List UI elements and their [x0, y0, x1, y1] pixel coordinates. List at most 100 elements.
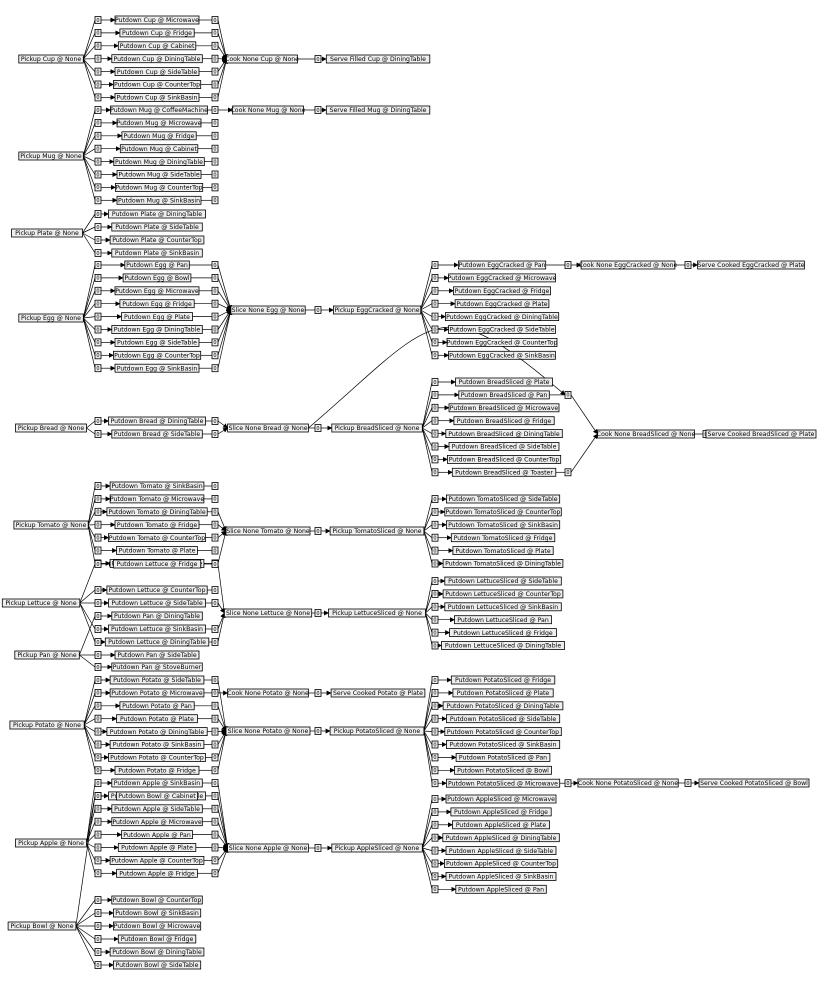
connector-label: 0 — [316, 308, 319, 314]
connector-label: 0 — [213, 134, 216, 140]
connector-label: 0 — [96, 794, 99, 800]
node-label: Putdown LettuceSliced @ Fridge — [453, 629, 553, 637]
connector-node: 0 — [211, 273, 219, 282]
edge — [217, 821, 229, 849]
node-label: Putdown TomatoSliced @ CounterTop — [446, 508, 561, 516]
connector-label: 0 — [96, 691, 99, 697]
connector-label: 0 — [213, 31, 216, 37]
node-label: Pickup PotatoSliced @ None — [334, 727, 421, 735]
node-putdown-bowl-sidetable: Putdown Bowl @ SideTable — [113, 960, 202, 970]
node-label: Putdown AppleSliced @ SinkBasin — [449, 873, 554, 881]
connector-node: 0 — [431, 859, 439, 868]
connector-label: 0 — [96, 432, 99, 438]
edge — [82, 32, 96, 60]
connector-label: 0 — [213, 185, 216, 191]
node-label: Putdown Egg @ Pan — [126, 261, 188, 269]
connector-label: 0 — [433, 887, 436, 893]
connector-node: 0 — [564, 779, 572, 788]
edge — [421, 847, 433, 877]
node-label: Putdown PotatoSliced @ SideTable — [450, 715, 557, 723]
edge — [421, 427, 433, 473]
edge — [217, 309, 232, 343]
connector-label: 0 — [96, 950, 99, 956]
connector-label: 0 — [213, 845, 216, 851]
node-pickup-bowl-none: Pickup Bowl @ None — [7, 921, 77, 931]
edge — [87, 485, 96, 526]
connector-node: 0 — [94, 41, 102, 50]
connector-label: 0 — [96, 172, 99, 178]
connector-node: 0 — [211, 325, 219, 334]
connector-label: 0 — [96, 729, 99, 735]
node-cook-none-mug-none: Cook None Mug @ None — [230, 105, 306, 115]
edge — [217, 524, 227, 532]
connector-node: 0 — [431, 590, 439, 598]
connector-label: 0 — [433, 289, 436, 295]
edge — [82, 232, 96, 254]
node-putdown-cup-microwave: Putdown Cup @ Microwave — [114, 15, 200, 25]
connector-label: 0 — [96, 366, 99, 372]
connector-node: 0 — [94, 560, 102, 568]
connector-node: 0 — [431, 520, 439, 529]
connector-label: 0 — [96, 251, 99, 257]
connector-node: 0 — [431, 273, 439, 282]
connector-label: 0 — [96, 238, 99, 244]
edge — [217, 602, 225, 614]
node-label: Putdown Egg @ CounterTop — [114, 352, 200, 360]
node-putdown-lettuce-sidetable: Putdown Lettuce @ SideTable — [108, 598, 206, 608]
connector-node: 0 — [431, 495, 439, 503]
connector-label: 0 — [433, 836, 436, 842]
node-cook-none-cup-none: Cook None Cup @ None — [225, 54, 299, 64]
connector-label: 0 — [213, 159, 216, 165]
connector-label: 0 — [96, 147, 99, 153]
connector-node: 0 — [211, 106, 219, 114]
edge — [217, 730, 228, 758]
edge — [75, 795, 96, 927]
connector-label: 0 — [96, 627, 99, 633]
connector-label: 0 — [213, 108, 216, 114]
node-label: Pickup BreadSliced @ None — [335, 424, 420, 432]
node-label: Putdown Cup @ Cabinet — [120, 42, 195, 50]
node-label: Putdown Apple @ Plate — [121, 844, 193, 852]
connector-node: 0 — [314, 727, 322, 735]
connector-node: 0 — [431, 429, 439, 438]
connector-node: 0 — [314, 424, 322, 432]
connector-node: 0 — [94, 170, 102, 179]
edge — [83, 724, 96, 732]
node-putdown-cup-sinkbasin: Putdown Cup @ SinkBasin — [114, 93, 200, 102]
node-label: Putdown Lettuce @ Fridge — [117, 560, 198, 568]
edge — [83, 718, 96, 726]
node-putdown-apple-microwave: Putdown Apple @ Microwave — [111, 817, 203, 827]
node-putdown-egg-sidetable: Putdown Egg @ SideTable — [114, 337, 200, 347]
node-label: Putdown BreadSliced @ Microwave — [450, 404, 559, 412]
node-putdown-applesliced-fridge: Putdown AppleSliced @ Fridge — [450, 807, 552, 817]
connector-label: 0 — [96, 963, 99, 969]
node-putdown-applesliced-sidetable: Putdown AppleSliced @ SideTable — [445, 846, 557, 855]
node-label: Putdown LettuceSliced @ SinkBasin — [448, 603, 559, 611]
node-label: Putdown Potato @ Plate — [120, 715, 194, 723]
node-putdown-tomato-diningtable: Putdown Tomato @ DiningTable — [106, 507, 208, 517]
edge — [217, 808, 229, 849]
edge — [82, 122, 96, 157]
connector-label: 0 — [213, 510, 216, 516]
edge — [82, 226, 96, 234]
edge — [87, 498, 96, 526]
node-label: Putdown EggCracked @ Pan — [459, 261, 546, 269]
edge — [82, 58, 96, 85]
connector-node: 0 — [211, 843, 219, 852]
connector-node: 0 — [94, 131, 102, 140]
edge — [83, 155, 96, 162]
node-label: Putdown Apple @ CounterTop — [111, 857, 203, 865]
connector-node: 0 — [211, 286, 219, 295]
connector-label: 0 — [96, 225, 99, 231]
node-putdown-eggcracked-sidetable: Putdown EggCracked @ SideTable — [448, 325, 556, 334]
connector-node: 0 — [94, 766, 102, 775]
connector-node: 0 — [431, 676, 439, 684]
node-putdown-eggcracked-sinkbasin: Putdown EggCracked @ SinkBasin — [448, 350, 556, 360]
connector-label: 0 — [433, 768, 436, 774]
node-label: Pickup Egg @ None — [21, 314, 81, 322]
connector-label: 0 — [433, 302, 436, 308]
edge — [420, 303, 433, 311]
connector-label: 0 — [213, 768, 216, 774]
connector-label: 0 — [213, 121, 216, 127]
node-putdown-potato-sidetable: Putdown Potato @ SideTable — [109, 675, 205, 685]
